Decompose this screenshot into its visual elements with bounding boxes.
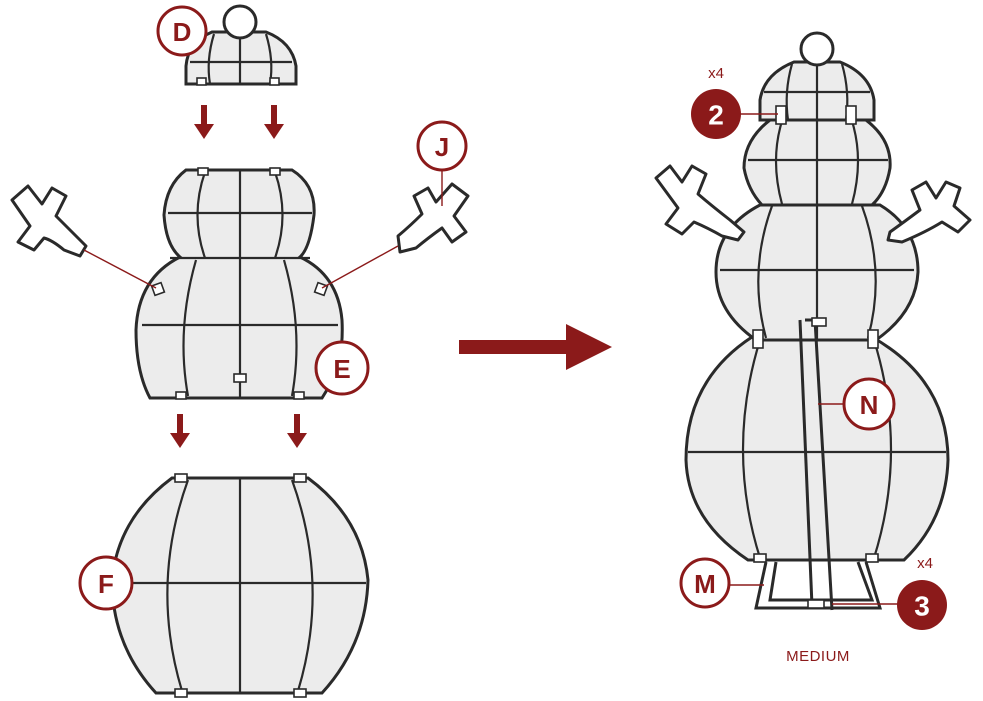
callout-arms-label: J	[435, 132, 449, 162]
step-3-quantity: x4	[917, 555, 933, 572]
step-3-badge: x4 3	[832, 555, 947, 630]
callout-bottom-body-label: F	[98, 569, 114, 599]
callout-bottom-body: F	[80, 557, 132, 609]
step-2-quantity: x4	[708, 65, 724, 82]
step-2-number: 2	[708, 100, 724, 131]
arrows-middle-down	[170, 414, 307, 448]
callout-middle-body-label: E	[333, 354, 350, 384]
callout-stake-label: N	[860, 390, 879, 420]
result-arrow	[459, 324, 612, 370]
callout-middle-body: E	[316, 342, 368, 394]
bottom-body-part	[112, 474, 368, 697]
callout-base-stand-label: M	[694, 569, 716, 599]
callout-hat: D	[158, 7, 206, 55]
right-arm-part	[322, 184, 468, 288]
callout-hat-label: D	[173, 17, 192, 47]
left-arm-part	[12, 186, 156, 288]
step-3-number: 3	[914, 591, 930, 622]
hat-pompom	[224, 6, 256, 38]
callout-base-stand: M	[681, 559, 764, 607]
middle-body-part	[136, 168, 342, 399]
arrows-hat-down	[194, 105, 284, 139]
size-label: MEDIUM	[786, 648, 850, 665]
